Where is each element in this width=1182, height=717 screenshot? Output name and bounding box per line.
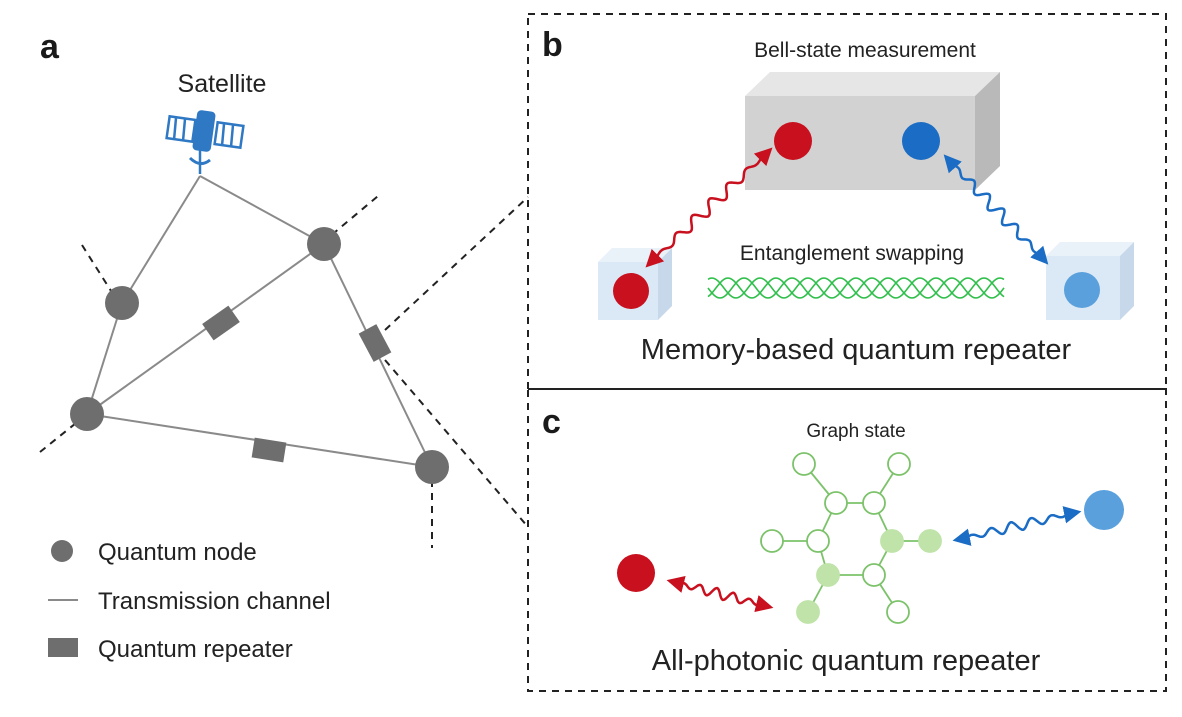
graph-node-measured [918,529,942,553]
red-photon-link-c [666,575,774,613]
zoom-lines [384,196,529,528]
transmission-channels [86,175,433,468]
memory-box-right [1046,242,1134,320]
blue-photon [1084,490,1124,530]
graph-node [887,452,911,476]
repeater [251,437,287,463]
blue-photon-link-c [952,506,1082,546]
helix-strand [707,277,1005,299]
quantum-node [105,286,139,320]
graph-node [824,491,848,515]
red-photon [617,554,655,592]
graph-node [806,529,830,553]
panel-c-frame [527,388,1167,692]
entanglement-swapping-helix [707,277,1005,299]
bsm-blue-photon [902,122,940,160]
quantum-nodes [70,227,449,484]
graph-node [862,563,886,587]
graph-node [862,491,886,515]
network-boundary-lines [39,195,433,548]
satellite-label: Satellite [178,70,267,98]
blue-photon-link [943,154,1049,265]
panel-b-frame [527,13,1167,390]
graph-state-diagram [760,452,942,624]
graph-node [886,600,910,624]
graph-node [760,529,784,553]
red-photon-link [645,147,773,268]
bsm-red-photon [774,122,812,160]
repeater [202,305,240,341]
memory-blue-qubit [1064,272,1100,308]
panel-b-caption: Memory-based quantum repeater [641,334,1072,366]
memory-box-left [598,248,672,320]
legend-repeater-swatch [48,638,78,657]
panel-b-letter: b [542,26,563,64]
graph-node [792,452,816,476]
bsm-label: Bell-state measurement [754,39,976,62]
quantum-repeaters [202,305,392,463]
satellite-icon [165,110,245,174]
quantum-node [415,450,449,484]
panel-c-caption: All-photonic quantum repeater [652,645,1041,677]
legend: Quantum node Transmission channel Quantu… [48,539,331,663]
graph-node-measured [796,600,820,624]
legend-node-swatch [51,540,73,562]
panel-c-letter: c [542,403,561,441]
panel-b: b Bell-state measurement Entanglement sw… [527,13,1167,390]
legend-node-label: Quantum node [98,539,257,566]
panel-a: a Satellite [39,28,529,663]
swap-label: Entanglement swapping [740,242,964,265]
legend-repeater-label: Quantum repeater [98,636,293,663]
legend-channel-label: Transmission channel [98,588,331,615]
memory-red-qubit [613,273,649,309]
panel-a-letter: a [40,28,60,66]
quantum-node [70,397,104,431]
graph-node-measured [880,529,904,553]
helix-strand [707,277,1005,299]
quantum-node [307,227,341,261]
graph-node-measured [816,563,840,587]
helix-strand [707,277,1005,299]
graph-state-label: Graph state [806,421,905,442]
panel-c: c Graph state All-photonic quantum repea… [527,388,1167,692]
repeater [358,324,392,362]
